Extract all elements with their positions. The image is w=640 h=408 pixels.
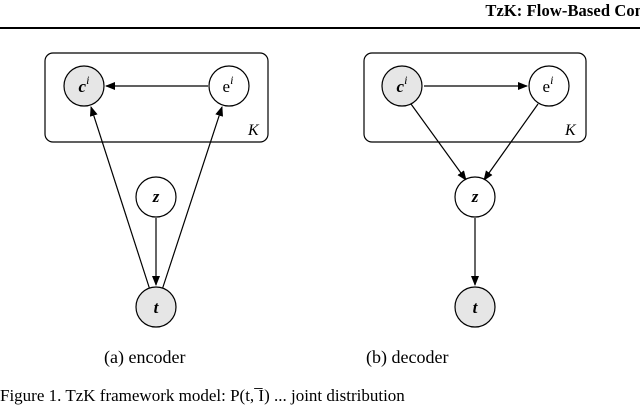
svg-text:z: z xyxy=(152,187,160,206)
svg-text:ei: ei xyxy=(223,73,234,96)
svg-text:ci: ci xyxy=(397,73,408,96)
decoder-caption: (b) decoder xyxy=(366,347,449,367)
decoder-edge-c-to-z xyxy=(410,103,467,181)
encoder-plate xyxy=(44,52,269,143)
encoder-diagram: K ci ei z t xyxy=(44,52,269,328)
figure-caption-text: Figure 1. TzK framework model: P(t, ̅I) … xyxy=(0,386,405,405)
figure-caption: Figure 1. TzK framework model: P(t, ̅I) … xyxy=(0,386,405,408)
running-header-title: TzK: Flow-Based Con xyxy=(485,1,640,20)
encoder-node-c: ci xyxy=(63,65,105,107)
svg-text:ei: ei xyxy=(543,73,554,96)
encoder-caption: (a) encoder xyxy=(104,347,186,367)
encoder-node-t: t xyxy=(135,286,177,328)
svg-text:z: z xyxy=(471,187,479,206)
svg-text:t: t xyxy=(154,298,160,317)
decoder-node-e: ei xyxy=(528,65,570,107)
decoder-plate xyxy=(363,52,587,143)
encoder-edge-t-to-e xyxy=(161,106,223,291)
svg-text:ci: ci xyxy=(79,73,90,96)
decoder-edge-e-to-z xyxy=(483,103,539,181)
decoder-node-c: ci xyxy=(381,65,423,107)
encoder-edge-t-to-c xyxy=(89,106,151,291)
decoder-diagram: K ci ei z t xyxy=(363,52,587,328)
encoder-plate-label: K xyxy=(247,122,260,139)
svg-text:t: t xyxy=(473,298,479,317)
decoder-node-t: t xyxy=(454,286,496,328)
decoder-node-z: z xyxy=(454,176,496,218)
encoder-node-z: z xyxy=(135,176,177,218)
encoder-node-e: ei xyxy=(208,65,250,107)
decoder-plate-label: K xyxy=(564,122,577,139)
header-rule xyxy=(0,27,640,29)
